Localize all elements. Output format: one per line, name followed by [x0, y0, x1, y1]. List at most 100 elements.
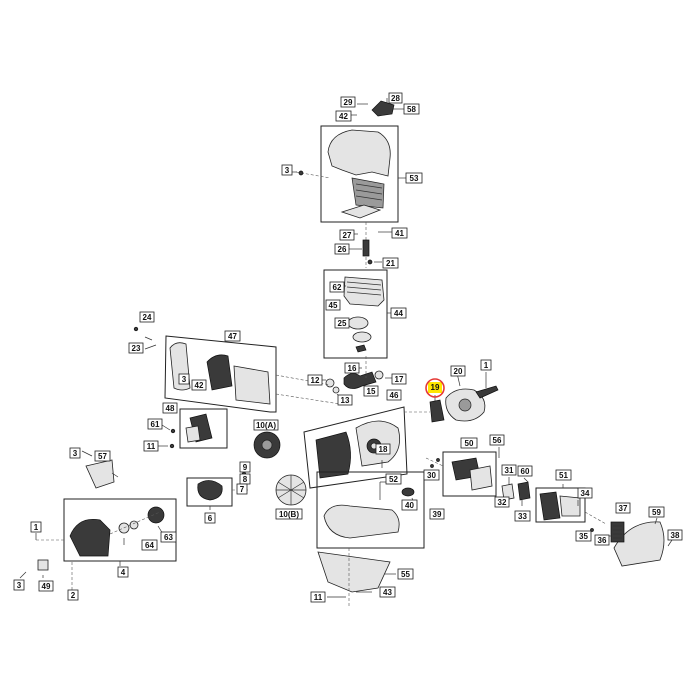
- callout-number: 30: [427, 471, 436, 480]
- callout-l2: 2: [67, 589, 79, 601]
- callout-number: 19: [431, 383, 440, 392]
- callout-box: [385, 473, 402, 485]
- callout-box: [13, 579, 25, 591]
- callout-l17: 17: [391, 373, 407, 385]
- callout-l55: 55: [397, 568, 414, 580]
- starter-group: [404, 372, 499, 423]
- callout-l12: 12: [307, 374, 323, 386]
- callout-number: 7: [240, 485, 245, 494]
- callout-number: 12: [311, 376, 320, 385]
- piston-part: [347, 316, 369, 330]
- callout-l61: 61: [147, 418, 163, 430]
- callout-box: [275, 508, 303, 520]
- crank-group: [322, 356, 392, 398]
- callout-l59: 59: [648, 506, 665, 518]
- callout-number: 16: [348, 364, 357, 373]
- callout-number: 10(B): [279, 510, 299, 519]
- callout-number: 58: [407, 105, 416, 114]
- callout-l53: 53: [405, 172, 423, 184]
- callout-l10a: 10(A): [253, 419, 279, 431]
- callout-number: 3: [285, 166, 290, 175]
- callout-number: 37: [619, 504, 628, 513]
- callout-l21: 21: [382, 257, 399, 269]
- cover-vent-part: [351, 177, 385, 209]
- callout-box: [335, 110, 352, 122]
- callout-box: [615, 502, 631, 514]
- callout-l60: 60: [517, 465, 533, 477]
- callout-box: [401, 499, 418, 511]
- callout-box: [307, 374, 323, 386]
- callout-l5: 5: [0, 0, 5, 2]
- callout-box: [344, 362, 360, 374]
- callout-l26: 26: [334, 243, 350, 255]
- spark-plug-part: [362, 239, 370, 257]
- callout-box: [253, 419, 279, 431]
- clutch-part: [197, 480, 223, 501]
- callout-number: 38: [671, 531, 680, 540]
- tray-group: [317, 548, 396, 606]
- callout-l10b: 10(B): [275, 508, 303, 520]
- callout-box: [403, 103, 420, 115]
- callout-l27: 27: [339, 229, 355, 241]
- callout-number: 57: [98, 452, 107, 461]
- callout-l62: 62: [329, 281, 345, 293]
- callout-box: [489, 434, 505, 446]
- callout-l44: 44: [390, 307, 407, 319]
- callout-l33: 33: [514, 510, 531, 522]
- callout-l34: 34: [577, 487, 593, 499]
- gearbox-group: [63, 498, 177, 566]
- callout-box: [178, 373, 190, 385]
- callout-box: [594, 534, 610, 546]
- callout-number: 35: [579, 532, 588, 541]
- callout-box: [480, 359, 492, 371]
- callout-number: 15: [367, 387, 376, 396]
- bracket-part: [85, 459, 115, 489]
- callout-box: [340, 96, 356, 108]
- callout-l63: 63: [160, 531, 177, 543]
- callout-box: [128, 342, 144, 354]
- callout-number: 49: [42, 582, 51, 591]
- base-tray-part: [317, 551, 391, 593]
- callout-number: 42: [339, 112, 348, 121]
- callout-number: 27: [343, 231, 352, 240]
- callout-number: 6: [208, 514, 213, 523]
- callout-l45: 45: [325, 299, 341, 311]
- cylinder-frame: [323, 269, 388, 359]
- callout-number: 20: [454, 367, 463, 376]
- muffler-shield-part: [206, 354, 233, 391]
- callout-box: [204, 512, 216, 524]
- callout-number: 43: [383, 588, 392, 597]
- callout-box: [514, 510, 531, 522]
- callout-l1a: 1: [480, 359, 492, 371]
- engine-cover-part: [327, 129, 391, 177]
- callout-box: [501, 464, 517, 476]
- callout-box: [239, 461, 251, 473]
- callout-number: 34: [581, 489, 590, 498]
- callout-box: [147, 418, 163, 430]
- callout-box: [143, 440, 159, 452]
- fuel-fittings-group: [501, 477, 531, 506]
- callout-box: [139, 311, 155, 323]
- callout-number: 44: [394, 309, 403, 318]
- callout-box: [191, 379, 207, 391]
- airbox-group: [158, 408, 228, 449]
- callout-number: 63: [164, 533, 173, 542]
- callout-l18: 18: [375, 443, 391, 455]
- callout-box: [339, 229, 355, 241]
- callout-box: [379, 586, 396, 598]
- callout-l24: 24: [139, 311, 155, 323]
- callout-number: 61: [151, 420, 160, 429]
- callout-box: [30, 521, 42, 533]
- callout-l40: 40: [401, 499, 418, 511]
- cylinder-part: [343, 276, 385, 307]
- callout-l32: 32: [494, 496, 510, 508]
- callout-number: 17: [395, 375, 404, 384]
- callout-l64: 64: [141, 539, 158, 551]
- callout-number: 41: [395, 229, 404, 238]
- callout-box: [577, 487, 593, 499]
- callout-number: 40: [405, 501, 414, 510]
- callout-number: 11: [314, 593, 323, 602]
- callout-number: 24: [143, 313, 152, 322]
- air-filter-group: [535, 484, 607, 532]
